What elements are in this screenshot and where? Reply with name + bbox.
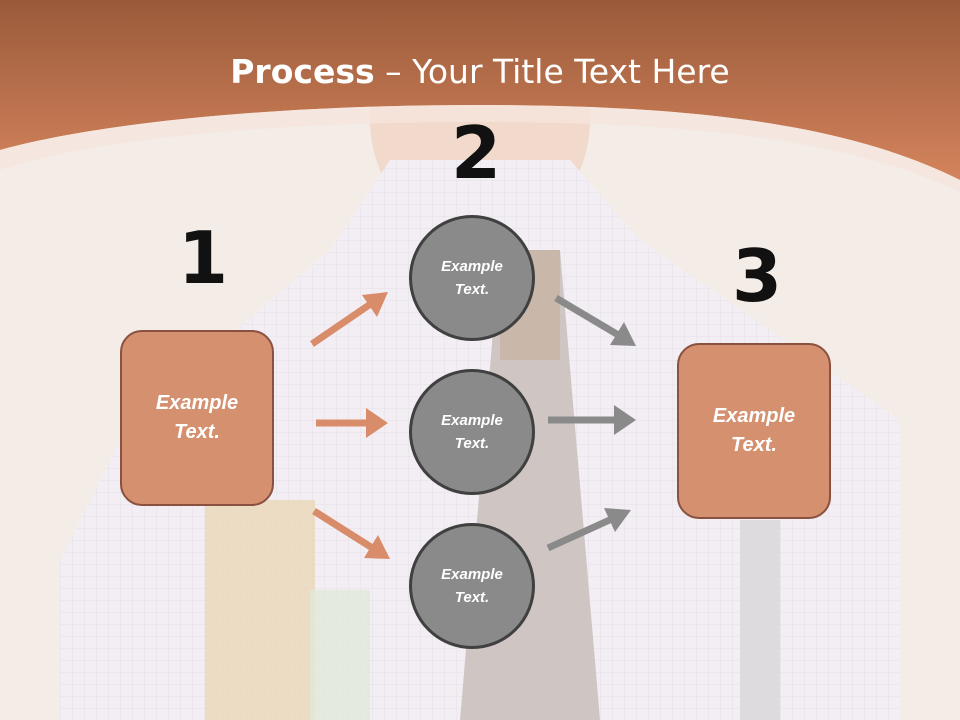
arrow-left-bot — [312, 508, 390, 559]
step-number-3: 3 — [732, 234, 783, 318]
title-bold: Process — [230, 52, 375, 91]
step-number-1: 1 — [178, 216, 229, 300]
circle-mid: Example Text. — [409, 369, 535, 495]
arrow-left-mid — [316, 408, 388, 438]
arrow-left-top — [310, 292, 388, 347]
circle-top: Example Text. — [409, 215, 535, 341]
right-box: Example Text. — [677, 343, 831, 519]
title-rest: – Your Title Text Here — [374, 52, 730, 91]
arrow-right-bot — [546, 508, 631, 552]
header-band — [0, 0, 960, 180]
left-box: Example Text. — [120, 330, 274, 506]
step-number-2: 2 — [451, 111, 502, 195]
arrow-right-top — [554, 294, 636, 346]
slide-title: Process – Your Title Text Here — [0, 52, 960, 91]
arrow-right-mid — [548, 405, 636, 435]
circle-bot: Example Text. — [409, 523, 535, 649]
